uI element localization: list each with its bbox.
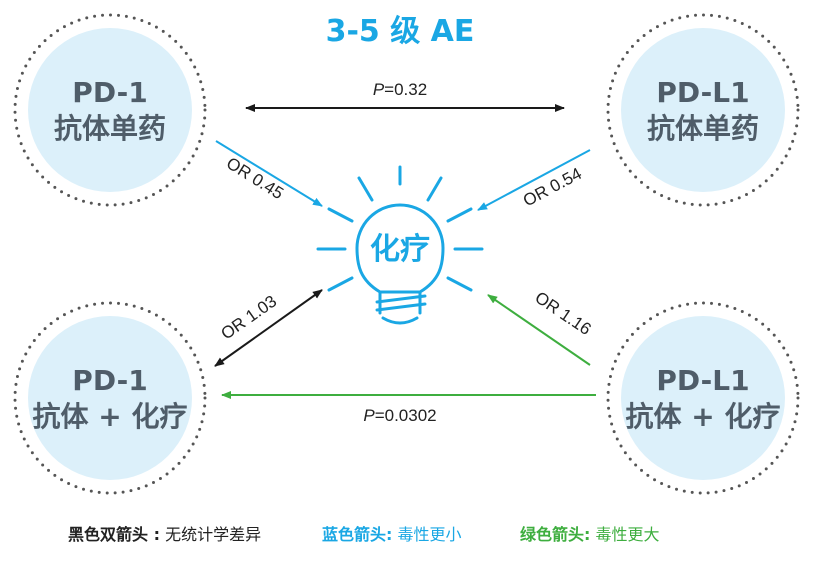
legend-black-key: 黑色双箭头 :: [68, 525, 160, 544]
title: 3-5 级 AE: [326, 14, 475, 49]
node-pd1-mono: PD-1 抗体单药: [13, 13, 207, 207]
node-pdl1-mono: PD-L1 抗体单药: [606, 13, 800, 207]
edge-label-top: P=0.32: [373, 80, 427, 99]
legend-black-value: 无统计学差异: [160, 525, 261, 544]
green-arrow-br: [487, 294, 591, 366]
node-subtitle: 抗体单药: [647, 112, 759, 145]
legend: 黑色双箭头 : 无统计学差异 蓝色箭头: 毒性更小 绿色箭头: 毒性更大: [68, 525, 660, 544]
node-subtitle: 抗体单药: [54, 112, 166, 145]
node-title: PD-1: [72, 76, 147, 109]
blue-arrow-tl: [215, 140, 323, 207]
node-pdl1-chemo: PD-L1 抗体 + 化疗: [606, 301, 800, 495]
edge-label-bottom: P=0.0302: [363, 406, 436, 425]
edge-label-bl: OR 1.03: [217, 292, 280, 344]
node-title: PD-1: [72, 364, 147, 397]
lightbulb-icon: [316, 165, 484, 325]
legend-blue-key: 蓝色箭头:: [322, 525, 392, 544]
blue-arrow-tr: [477, 149, 591, 211]
node-subtitle: 抗体 + 化疗: [626, 400, 781, 433]
center-label: 化疗: [370, 232, 430, 267]
legend-green-value: 毒性更大: [590, 525, 659, 544]
double-arrow-bl: [214, 289, 323, 367]
legend-blue-value: 毒性更小: [392, 525, 461, 544]
node-title: PD-L1: [656, 76, 749, 109]
node-subtitle: 抗体 + 化疗: [33, 400, 188, 433]
legend-green-key: 绿色箭头:: [520, 525, 590, 544]
node-pd1-chemo: PD-1 抗体 + 化疗: [13, 301, 207, 495]
node-title: PD-L1: [656, 364, 749, 397]
